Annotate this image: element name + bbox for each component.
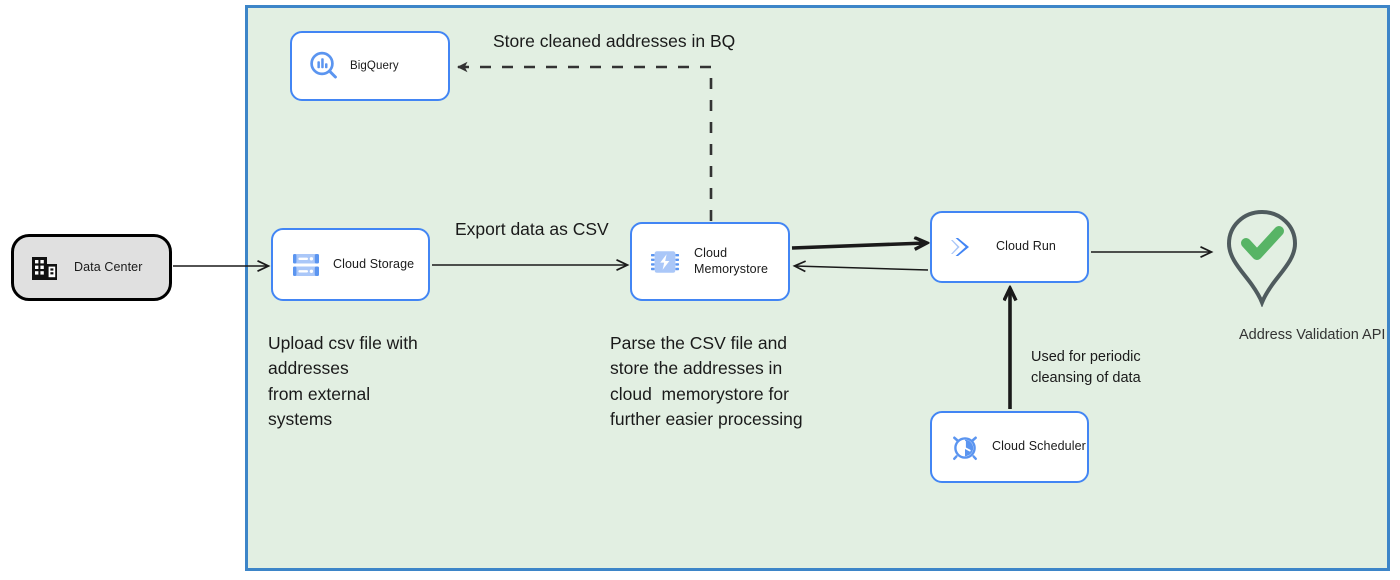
cloud-run-icon (946, 232, 984, 262)
bigquery-icon (306, 49, 342, 83)
node-label-cloud-storage: Cloud Storage (333, 256, 415, 271)
node-bigquery[interactable]: BigQuery (290, 31, 450, 101)
node-label-cloud-scheduler: Cloud Scheduler (992, 439, 1086, 454)
node-cloud-scheduler[interactable]: Cloud Scheduler (930, 411, 1089, 483)
node-cloud-run[interactable]: Cloud Run (930, 211, 1089, 283)
cloud-memorystore-chip-icon (650, 247, 680, 277)
node-label-cloud-run: Cloud Run (996, 239, 1056, 254)
node-label-data-center: Data Center (74, 259, 143, 274)
node-label-bigquery: BigQuery (350, 59, 399, 72)
node-data-center[interactable]: Data Center (11, 234, 172, 301)
node-address-validation-api[interactable]: Address Validation API (1218, 207, 1393, 367)
node-label-address-validation-api: Address Validation API (1239, 327, 1386, 343)
datacenter-building-icon (28, 253, 62, 283)
map-pin-check-icon (1221, 207, 1303, 308)
cloud-storage-icon (291, 250, 321, 280)
edge-label-export-data-as-csv: Export data as CSV (455, 219, 609, 239)
annotation-upload-csv: Upload csv file with addresses from exte… (268, 333, 418, 430)
node-cloud-storage[interactable]: Cloud Storage (271, 228, 430, 301)
node-label-cloud-memorystore: Cloud Memorystore (694, 245, 769, 276)
annotation-parse-csv: Parse the CSV file and store the address… (610, 333, 803, 430)
edge-label-store-cleaned-addresses-in-bq: Store cleaned addresses in BQ (493, 31, 736, 51)
cloud-scheduler-clock-icon (948, 431, 982, 463)
annotation-periodic-cleansing: Used for periodic cleansing of data (1031, 349, 1141, 387)
node-cloud-memorystore[interactable]: Cloud Memorystore (630, 222, 790, 301)
